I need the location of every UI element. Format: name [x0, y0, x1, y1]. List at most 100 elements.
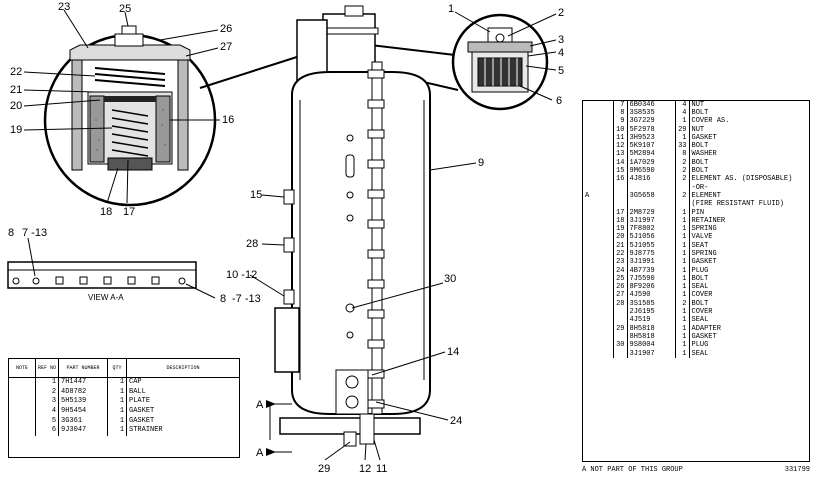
- cell-part-number: [627, 200, 676, 209]
- cell-part-number: 7J5590: [627, 275, 676, 284]
- callout-25: 25: [119, 3, 131, 15]
- callout-10-12: 10 -12: [226, 269, 257, 281]
- callout-7-13-bottom: -7 -13: [232, 293, 261, 305]
- cell-qty: 1: [107, 397, 128, 407]
- cell-description: GASKET: [691, 332, 717, 341]
- cell-description: PLATE: [129, 397, 151, 406]
- callout-24: 24: [450, 415, 462, 427]
- cell-ref-no: [613, 308, 628, 317]
- cell-note: [9, 416, 36, 426]
- cell-note: [583, 142, 614, 151]
- callout-8-bottom: 8: [220, 293, 226, 305]
- cell-description: ELEMENT: [691, 191, 721, 200]
- breather-cap-detail: [451, 13, 549, 111]
- cell-qty: 1: [675, 308, 690, 317]
- cell-note: [583, 175, 614, 184]
- cell-note: [9, 387, 36, 398]
- cell-ref-no: 20: [613, 233, 628, 243]
- cell-note: [583, 208, 614, 218]
- cell-part-number: 9J8775: [627, 250, 676, 259]
- cell-ref-no: 19: [613, 225, 628, 234]
- cell-description: COVER: [691, 291, 713, 300]
- cell-part-number: 7F8802: [627, 225, 676, 234]
- cell-qty: 1: [675, 333, 690, 342]
- cell-part-number: 5F2978: [627, 125, 676, 135]
- cell-part-number: [627, 183, 676, 193]
- callout-17: 17: [123, 206, 135, 218]
- callout-4: 4: [558, 47, 564, 59]
- callout-2: 2: [558, 7, 564, 19]
- cell-qty: [675, 200, 690, 209]
- footer-note: A NOT PART OF THIS GROUP: [582, 466, 683, 474]
- cell-description: -OR-: [691, 183, 709, 192]
- callout-29: 29: [318, 463, 330, 475]
- cell-note: [583, 308, 614, 317]
- cell-qty: 1: [675, 233, 690, 243]
- cell-qty: 1: [675, 349, 690, 359]
- cell-qty: 1: [675, 250, 690, 259]
- cell-note: [9, 406, 36, 417]
- cell-note: [583, 300, 614, 309]
- cell-part-number: 8F9206: [627, 283, 676, 292]
- cell-qty: 1: [107, 406, 128, 417]
- cell-qty: 2: [675, 167, 690, 176]
- cell-qty: 1: [675, 217, 690, 226]
- cell-part-number: 4J816: [627, 175, 676, 184]
- cell-note: [583, 225, 614, 234]
- cell-ref-no: 17: [613, 208, 628, 218]
- cell-ref-no: 30: [613, 341, 628, 350]
- cell-qty: 1: [675, 242, 690, 251]
- cell-description: PLUG: [691, 266, 709, 275]
- cell-part-number: 4J519: [627, 316, 676, 326]
- cell-qty: 2: [675, 300, 690, 309]
- callout-30: 30: [444, 273, 456, 285]
- cell-note: [583, 349, 614, 359]
- cell-ref-no: 9: [613, 117, 628, 126]
- callout-1: 1: [448, 3, 454, 15]
- col-qty: QTY: [107, 359, 128, 378]
- cell-ref-no: 2: [35, 387, 60, 398]
- leader-lines-main: [249, 162, 477, 461]
- cell-part-number: 5J1055: [627, 242, 676, 251]
- cell-part-number: 8H5818: [627, 333, 676, 342]
- callout-19: 19: [10, 124, 22, 136]
- cell-description: SEAL: [691, 349, 709, 358]
- cell-qty: 1: [675, 225, 690, 234]
- cell-description: SEAL: [691, 316, 709, 325]
- cell-ref-no: [613, 200, 628, 209]
- col-note: NOTE: [9, 359, 36, 378]
- cell-note: [583, 159, 614, 168]
- cell-part-number: 2M8729: [627, 208, 676, 218]
- cell-part-number: 9H5454: [58, 406, 109, 417]
- filter-housing: [274, 5, 431, 447]
- cell-qty: 4: [675, 109, 690, 118]
- callout-3: 3: [558, 34, 564, 46]
- view-a-a: [7, 237, 216, 299]
- cell-description: NUT: [691, 125, 705, 134]
- cell-qty: 29: [675, 125, 690, 135]
- cell-part-number: 3G7229: [627, 117, 676, 126]
- cell-note: [583, 325, 614, 334]
- cell-ref-no: 28: [613, 300, 628, 309]
- cell-qty: 1: [675, 266, 690, 276]
- cell-ref-no: 22: [613, 250, 628, 259]
- cell-description: GASKET: [129, 416, 155, 425]
